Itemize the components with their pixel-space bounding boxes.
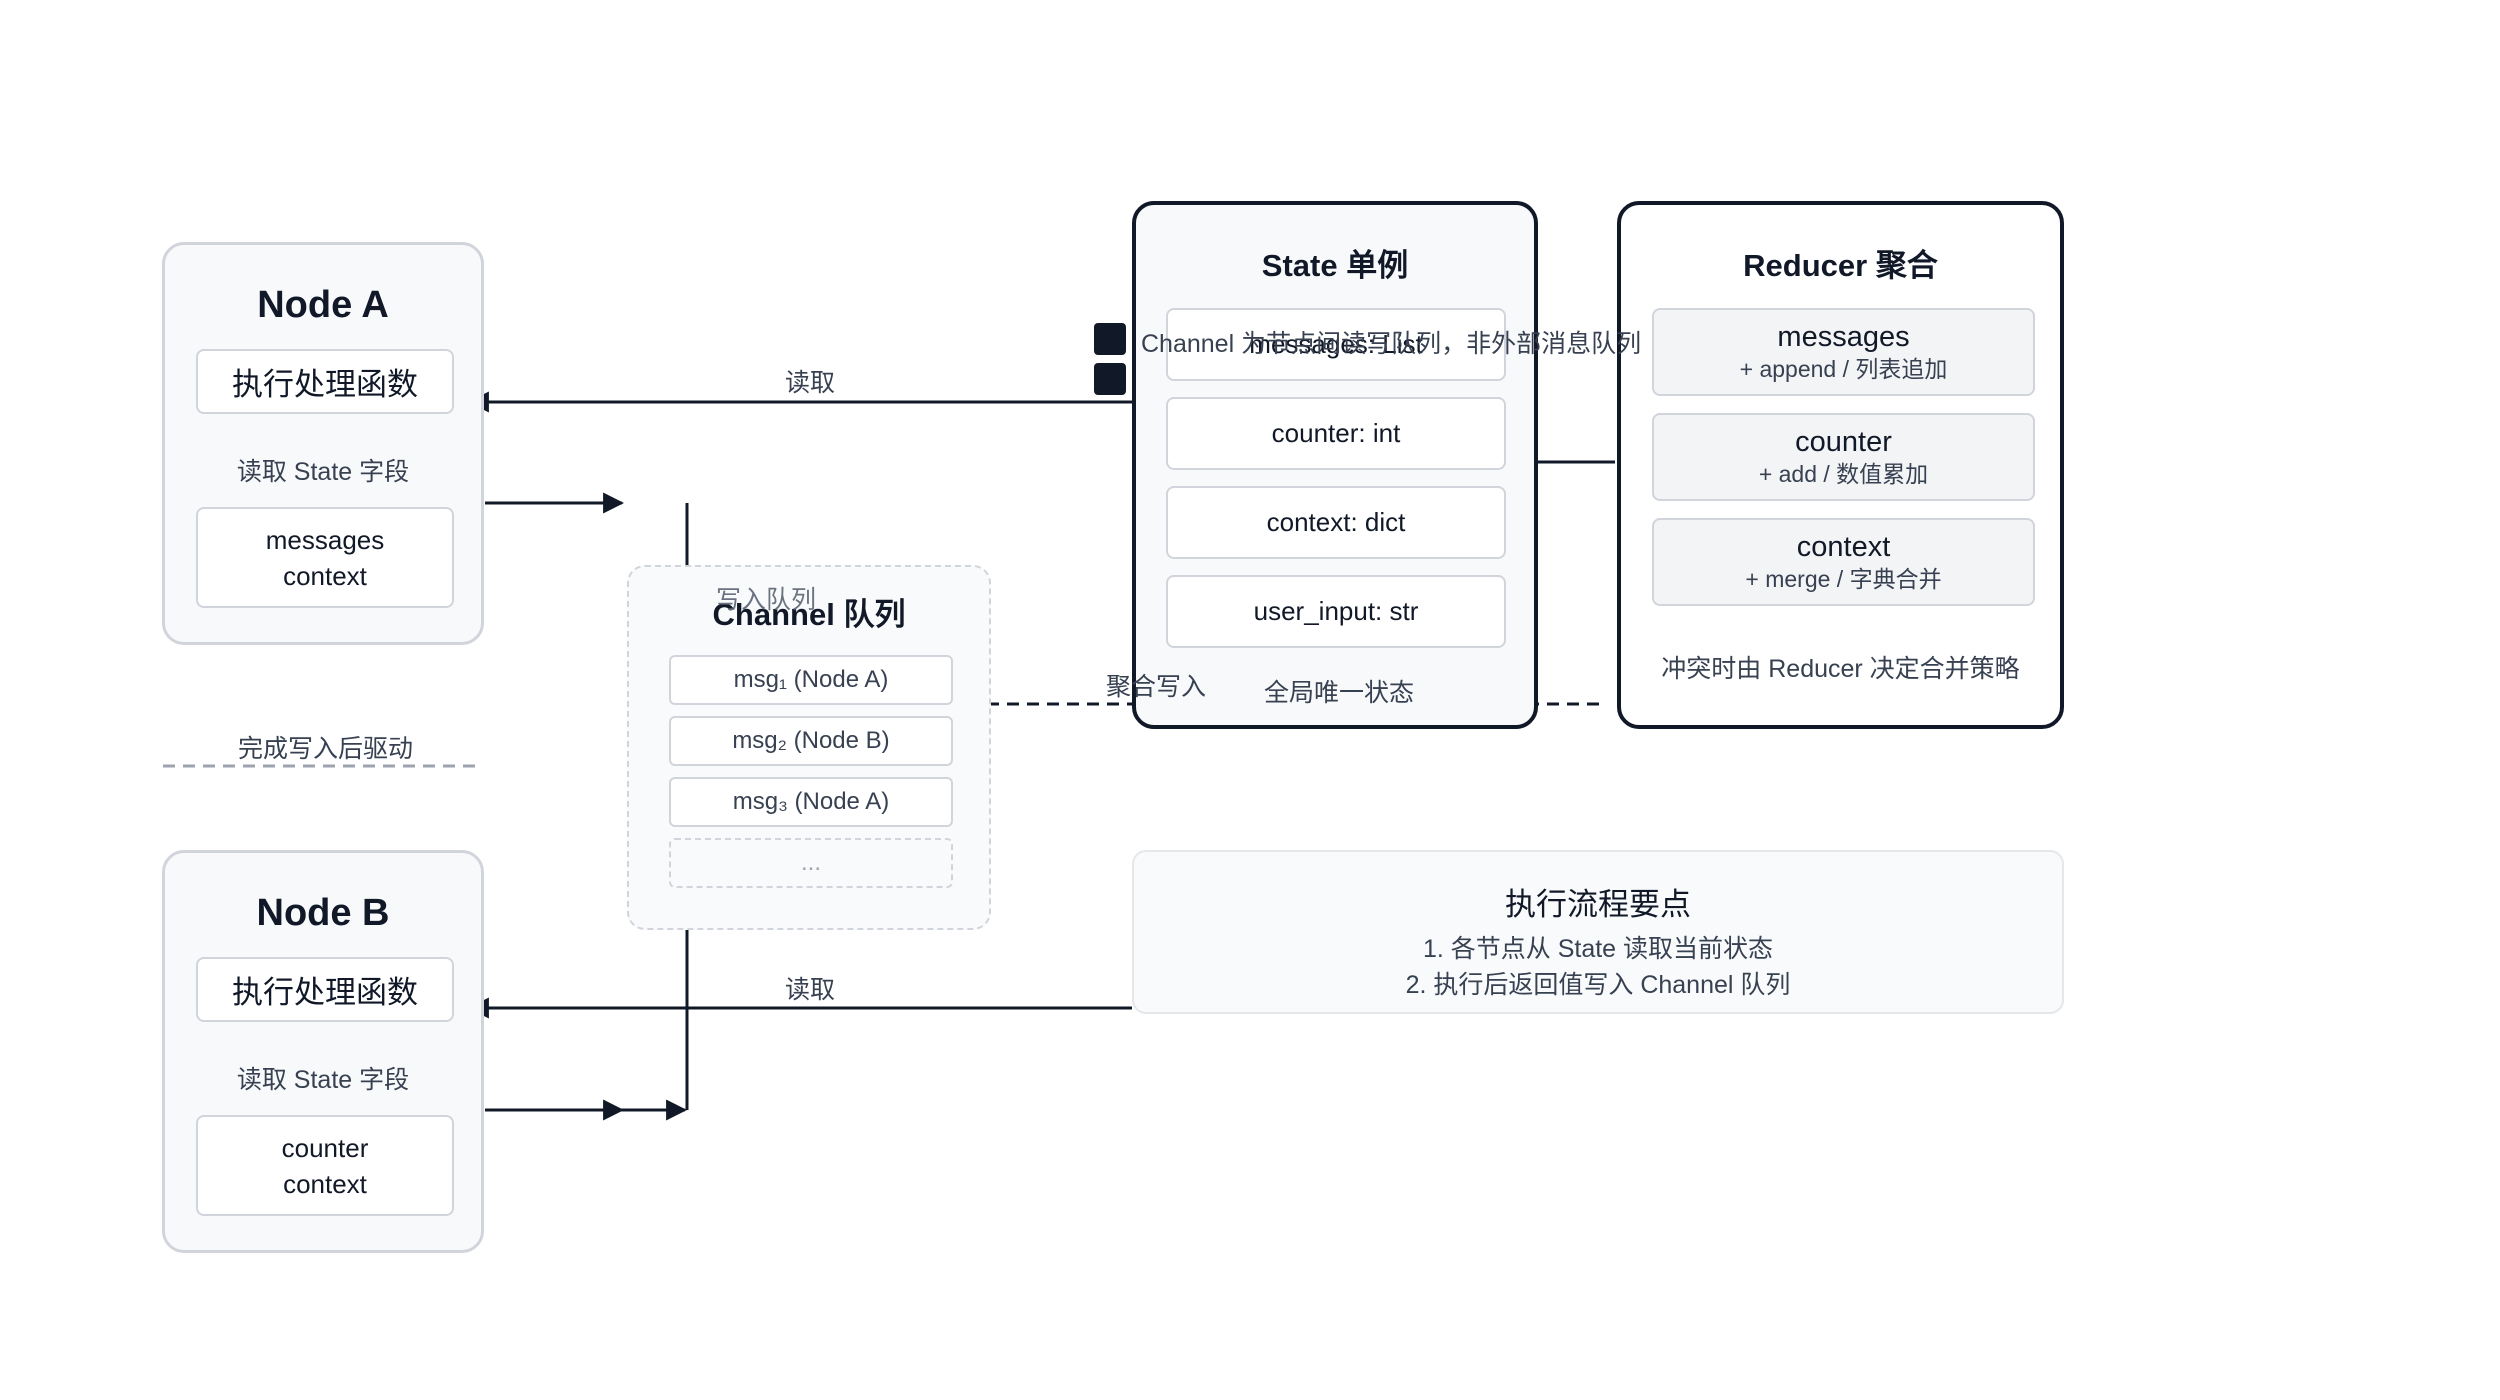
- reducer-field-name: counter: [1795, 426, 1892, 458]
- node-b-fields-box: counter context: [196, 1115, 454, 1216]
- execution-notes-panel: 执行流程要点 1. 各节点从 State 读取当前状态 2. 执行后返回值写入 …: [1132, 850, 2064, 1014]
- channel-panel: Channel 队列 msg₁ (Node A) msg₂ (Node B) m…: [627, 565, 991, 930]
- node-a-panel: Node A 执行处理函数 读取 State 字段 messages conte…: [162, 242, 484, 645]
- node-a-field: context: [283, 560, 367, 591]
- node-a-fields-box: messages context: [196, 507, 454, 608]
- node-b-panel: Node B 执行处理函数 读取 State 字段 counter contex…: [162, 850, 484, 1253]
- state-panel: State 单例 messages: List counter: int con…: [1132, 201, 1538, 729]
- reducer-field-messages: messages + append / 列表追加: [1652, 308, 2035, 396]
- channel-title: Channel 队列: [712, 597, 906, 632]
- reducer-field-name: messages: [1777, 321, 1910, 353]
- reducer-field-op: + add / 数值累加: [1758, 461, 1929, 487]
- state-footer: 全局唯一状态: [1264, 679, 1415, 707]
- legend-text: Channel 为节点间读写队列，非外部消息队列: [1141, 330, 1642, 358]
- execution-notes-title: 执行流程要点: [1505, 887, 1691, 922]
- separator-label: 完成写入后驱动: [238, 735, 414, 763]
- reducer-field-name: context: [1796, 531, 1891, 563]
- node-a-function-box: 执行处理函数: [196, 349, 454, 414]
- reducer-footer: 冲突时由 Reducer 决定合并策略: [1661, 655, 2020, 683]
- node-a-field: messages: [265, 524, 385, 555]
- reducer-field-op: + merge / 字典合并: [1745, 566, 1942, 592]
- state-field: counter: int: [1166, 397, 1506, 470]
- node-a-read-label: 读取 State 字段: [236, 458, 410, 486]
- state-field: messages: List: [1166, 308, 1506, 381]
- read-edge-a-label: 读取: [785, 369, 836, 397]
- reducer-field-counter: counter + add / 数值累加: [1652, 413, 2035, 501]
- node-a-title: Node A: [257, 284, 389, 326]
- reducer-field-op: + append / 列表追加: [1739, 356, 1948, 382]
- read-edge-b-label: 读取: [785, 976, 836, 1004]
- channel-message: msg₂ (Node B): [669, 716, 953, 766]
- channel-message: msg₁ (Node A): [669, 655, 953, 705]
- node-b-title: Node B: [256, 892, 390, 934]
- node-b-read-label: 读取 State 字段: [236, 1066, 410, 1094]
- state-field: user_input: str: [1166, 575, 1506, 648]
- legend-square-icon: [1094, 323, 1126, 355]
- reducer-title: Reducer 聚合: [1743, 248, 1938, 283]
- node-b-field: counter: [281, 1132, 369, 1163]
- legend-square-icon: [1094, 363, 1126, 395]
- write-queue-label: 写入队列: [716, 586, 817, 614]
- channel-message-more: ...: [669, 838, 953, 888]
- execution-note-line: 1. 各节点从 State 读取当前状态: [1422, 935, 1774, 963]
- state-field: context: dict: [1166, 486, 1506, 559]
- node-b-field: context: [283, 1168, 367, 1199]
- node-b-function-box: 执行处理函数: [196, 957, 454, 1022]
- aggregate-edge-label: 聚合写入: [1106, 673, 1207, 701]
- channel-message: msg₃ (Node A): [669, 777, 953, 827]
- execution-note-line: 2. 执行后返回值写入 Channel 队列: [1405, 971, 1791, 999]
- reducer-field-context: context + merge / 字典合并: [1652, 518, 2035, 606]
- reducer-panel: Reducer 聚合 messages + append / 列表追加 coun…: [1617, 201, 2064, 729]
- state-title: State 单例: [1261, 248, 1409, 283]
